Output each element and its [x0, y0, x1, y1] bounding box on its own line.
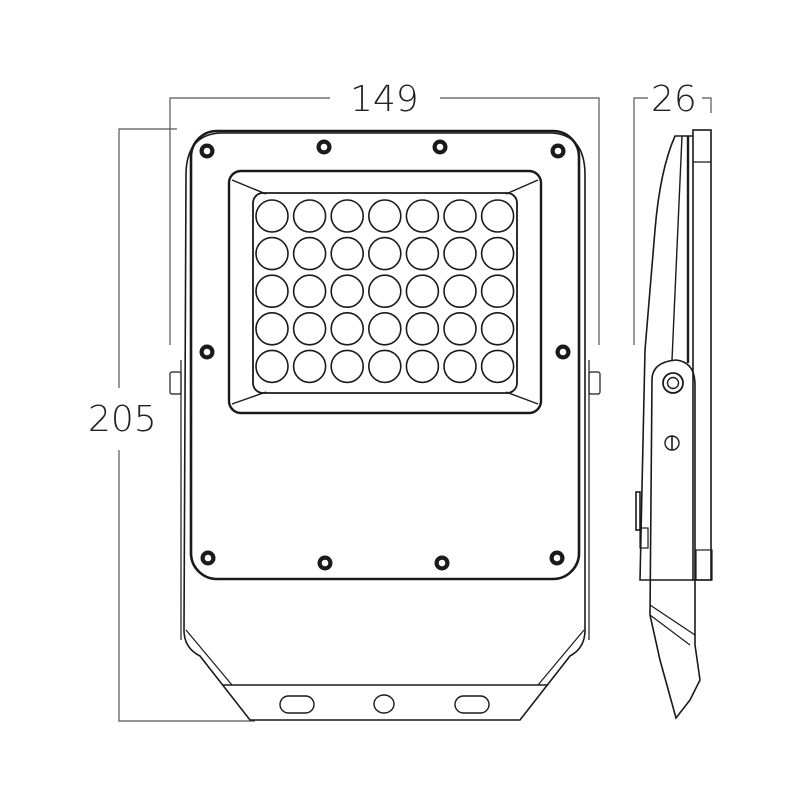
led-icon — [367, 236, 402, 271]
dimension-lines — [118, 97, 712, 722]
led-icon — [480, 199, 515, 233]
led-icon — [367, 199, 402, 233]
led-icon — [255, 199, 289, 233]
height-dim-bottom — [118, 450, 255, 722]
led-icon — [480, 236, 515, 271]
led-icon — [480, 274, 515, 309]
led-icon — [443, 236, 477, 271]
led-icon — [367, 274, 402, 309]
led-icon — [443, 311, 477, 346]
led-icon — [330, 274, 365, 309]
height-dim-top — [118, 128, 177, 388]
led-icon — [367, 311, 402, 346]
led-icon — [255, 311, 289, 346]
depth-dim-left — [633, 97, 648, 345]
led-icon — [255, 274, 289, 309]
led-icon — [330, 199, 365, 233]
width-dim-right — [440, 97, 600, 345]
led-icon — [405, 199, 440, 233]
led-icon — [405, 274, 440, 309]
led-icon — [443, 199, 477, 233]
led-icon — [330, 236, 365, 271]
led-icon — [292, 236, 327, 271]
led-icon — [292, 274, 327, 309]
led-icon — [292, 199, 327, 233]
led-array — [255, 199, 515, 384]
led-icon — [367, 349, 402, 384]
depth-dimension-label: 26 — [651, 79, 697, 120]
height-dimension-label: 205 — [88, 399, 157, 440]
screws — [199, 139, 571, 571]
led-icon — [443, 274, 477, 309]
led-icon — [330, 311, 365, 346]
led-icon — [405, 236, 440, 271]
led-icon — [405, 349, 440, 384]
led-icon — [405, 311, 440, 346]
side-view — [635, 129, 713, 720]
depth-dim-right — [702, 97, 712, 113]
width-dimension-label: 149 — [350, 79, 419, 120]
led-icon — [480, 349, 515, 384]
front-view — [169, 129, 601, 721]
led-icon — [292, 349, 327, 384]
led-icon — [443, 349, 477, 384]
led-icon — [480, 311, 515, 346]
led-icon — [292, 311, 327, 346]
width-dim-left — [169, 97, 330, 345]
led-icon — [330, 349, 365, 384]
led-icon — [255, 349, 289, 384]
led-icon — [255, 236, 289, 271]
